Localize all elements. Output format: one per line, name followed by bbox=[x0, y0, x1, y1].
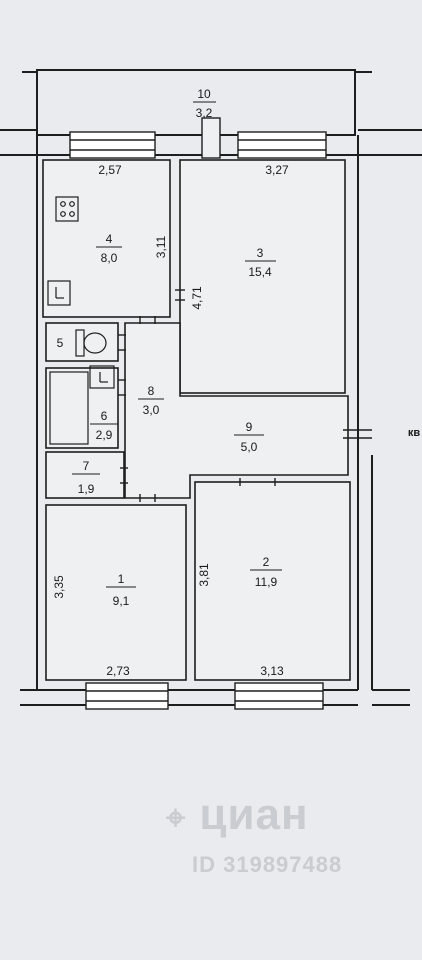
bathtub-icon bbox=[49, 365, 115, 445]
dim-room1-bottom: 2,73 bbox=[106, 664, 130, 678]
room-3-number: 3 bbox=[257, 246, 264, 260]
room-1-number: 1 bbox=[118, 572, 125, 586]
dim-room4-side: 3,11 bbox=[154, 235, 168, 258]
rooms bbox=[42, 159, 351, 681]
toilet-icon bbox=[75, 329, 107, 357]
edge-label: кв bbox=[408, 427, 421, 439]
room-9-area: 5,0 bbox=[241, 440, 258, 454]
room-6-outline bbox=[45, 367, 119, 449]
dim-room3-top: 3,27 bbox=[265, 163, 289, 177]
room-2-area: 11,9 bbox=[255, 575, 278, 589]
dim-room1-side: 3,35 bbox=[52, 575, 66, 599]
room-9-number: 9 bbox=[246, 420, 253, 434]
dim-room4-top: 2,57 bbox=[98, 163, 122, 177]
door-ticks bbox=[118, 289, 372, 502]
room-8-number: 8 bbox=[148, 384, 155, 398]
dim-room2-side: 3,81 bbox=[197, 563, 211, 587]
windows bbox=[69, 117, 327, 710]
room-4-number: 4 bbox=[106, 232, 113, 246]
room-3-outline bbox=[179, 159, 346, 394]
room-3-area: 15,4 bbox=[248, 265, 272, 279]
room-7-outline bbox=[45, 451, 125, 499]
dim-room3-side: 4,71 bbox=[190, 286, 204, 310]
room-8-9-outline bbox=[124, 322, 349, 499]
room-7-number: 7 bbox=[83, 459, 90, 473]
room-10-area: 3,2 bbox=[196, 106, 213, 120]
stove-icon bbox=[55, 196, 79, 222]
room-6-area: 2,9 bbox=[96, 428, 113, 442]
room-2-outline bbox=[194, 481, 351, 681]
room-labels: 10 3,2 4 8,0 3 15,4 5 8 3,0 6 2,9 9 5,0 … bbox=[57, 87, 282, 608]
room-1-area: 9,1 bbox=[113, 594, 130, 608]
dim-room2-bottom: 3,13 bbox=[260, 664, 284, 678]
room-1-outline bbox=[45, 504, 187, 681]
room-5-number: 5 bbox=[57, 336, 64, 350]
sink-icon bbox=[47, 280, 71, 306]
room-10-number: 10 bbox=[197, 87, 211, 101]
room-6-number: 6 bbox=[101, 409, 108, 423]
room-2-number: 2 bbox=[263, 555, 270, 569]
room-4-outline bbox=[42, 159, 171, 318]
dimension-labels: 2,57 3,27 3,11 4,71 3,35 3,81 2,73 3,13 … bbox=[52, 163, 420, 678]
room-4-area: 8,0 bbox=[101, 251, 118, 265]
room-7-area: 1,9 bbox=[78, 482, 95, 496]
room-8-area: 3,0 bbox=[143, 403, 160, 417]
